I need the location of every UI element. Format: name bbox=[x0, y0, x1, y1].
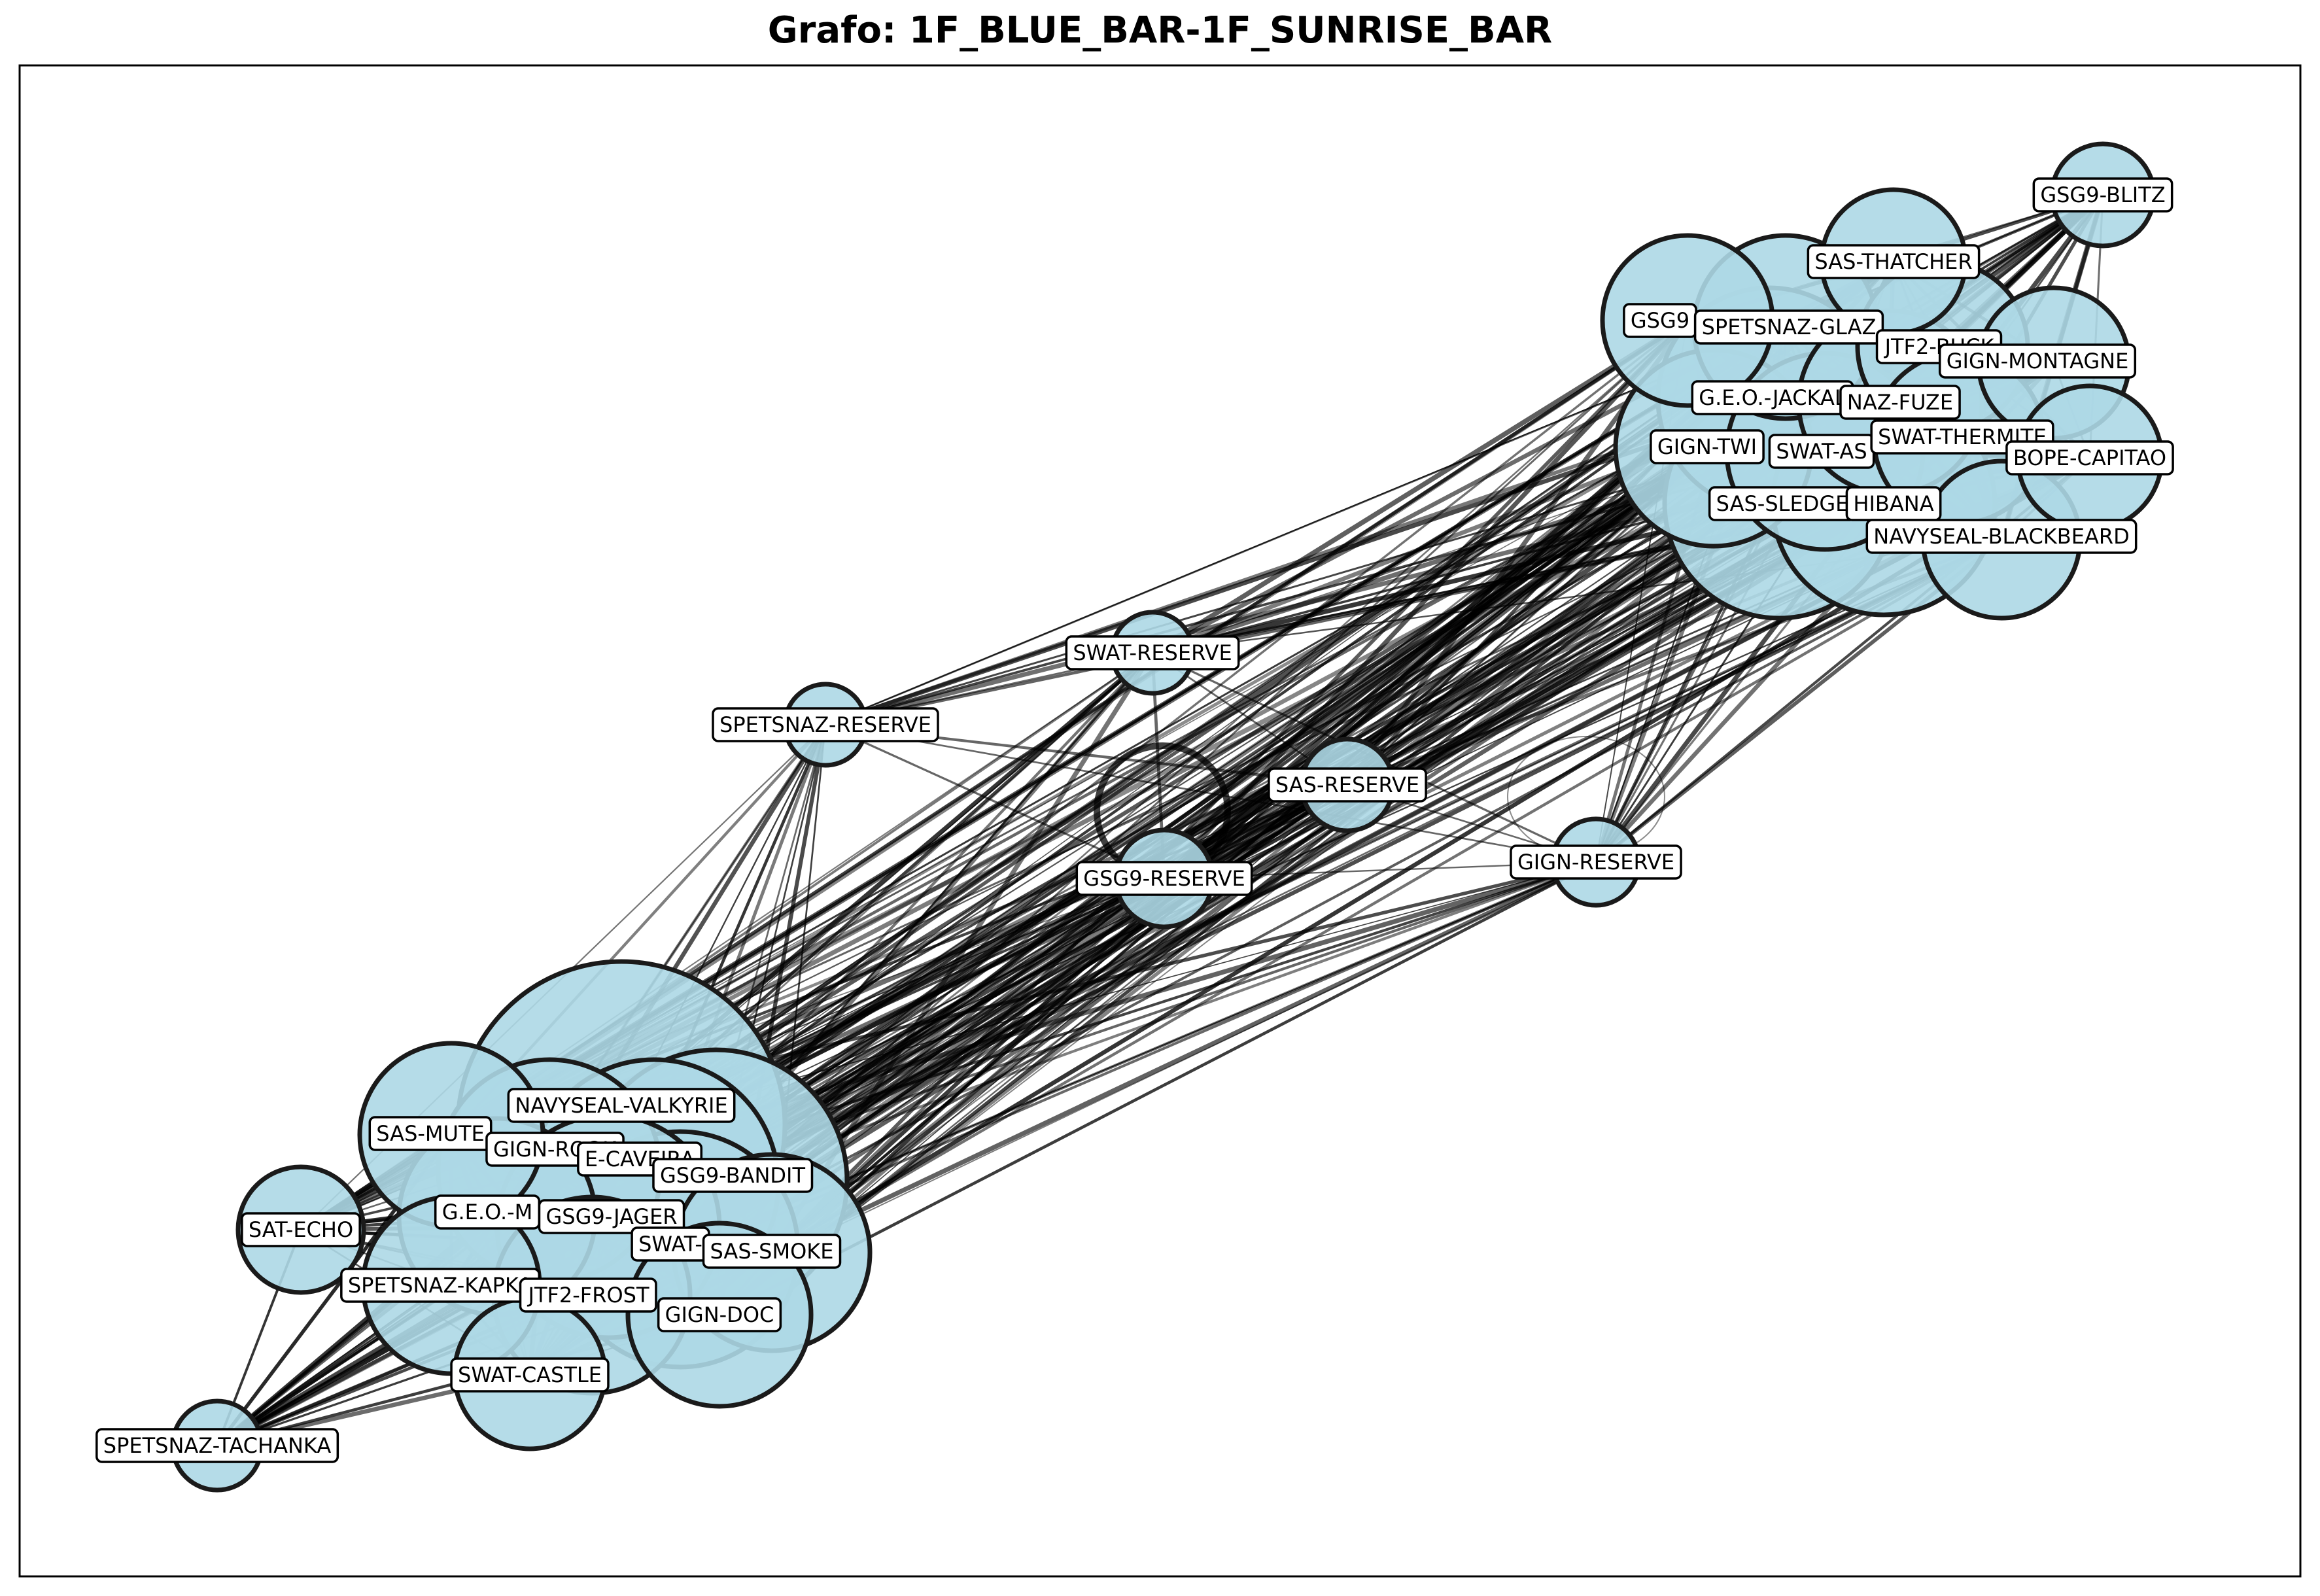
node-label-text: G.E.O.-JACKAL bbox=[1699, 385, 1846, 410]
node-label-G.E.O.-JACKAL: G.E.O.-JACKAL bbox=[1691, 380, 1854, 415]
node-label-text: SWAT-AS bbox=[1776, 439, 1867, 464]
node-label-JTF2-FROST: JTF2-FROST bbox=[519, 1277, 657, 1313]
node-label-box bbox=[1268, 767, 1427, 803]
node-label-SAT-ECHO: SAT-ECHO bbox=[241, 1212, 361, 1247]
node-label-text: SPETSNAZ-GLAZ bbox=[1702, 315, 1877, 339]
node-label-box bbox=[450, 1357, 610, 1393]
node-label-text: SAT-ECHO bbox=[249, 1217, 353, 1242]
node-label-text: G.E.O.-M bbox=[442, 1200, 533, 1224]
node-label-SAS-RESERVE: SAS-RESERVE bbox=[1268, 767, 1427, 803]
node-label-GIGN-RESERVE: GIGN-RESERVE bbox=[1510, 844, 1682, 880]
node-label-box bbox=[652, 1158, 814, 1193]
node-label-SAS-SLEDGE: SAS-SLEDGE bbox=[1708, 486, 1857, 521]
node-label-text: BOPE-CAPITAO bbox=[2013, 445, 2166, 470]
node-label-text: GIGN-MONTAGNE bbox=[1947, 349, 2129, 373]
node-label-box bbox=[1865, 519, 2138, 554]
node-label-GSG9-IQ: GSG9 bbox=[1623, 303, 1697, 338]
node-label-text: SWAT-CASTLE bbox=[458, 1362, 602, 1387]
node-label-box bbox=[1075, 861, 1253, 896]
node-label-text: GIGN-RESERVE bbox=[1517, 850, 1674, 875]
node-label-text: GIGN-DOC bbox=[665, 1302, 774, 1327]
node-label-GIGN-MONTAGNE: GIGN-MONTAGNE bbox=[1938, 343, 2137, 379]
node-label-SWAT-ASH: SWAT-AS bbox=[1768, 434, 1875, 469]
node-label-text: SAS-RESERVE bbox=[1275, 772, 1419, 797]
node-label-SPETSNAZ-GLAZ: SPETSNAZ-GLAZ bbox=[1693, 309, 1884, 345]
node-label-text: GSG9-JAGER bbox=[545, 1204, 677, 1229]
node-label-box bbox=[1693, 309, 1884, 345]
node-label-box bbox=[702, 1234, 842, 1269]
node-label-SWAT-PULSE: SWAT- bbox=[631, 1226, 710, 1262]
node-label-text: SAS-THATCHER bbox=[1814, 249, 1972, 274]
node-label-text: NAZ-FUZE bbox=[1847, 390, 1953, 415]
node-label-BOPE-CAPITAO: BOPE-CAPITAO bbox=[2005, 440, 2174, 476]
node-label-text: NAVYSEAL-BLACKBEARD bbox=[1873, 524, 2129, 549]
edge-GSG9-JAGER-NAVYSEAL-BLACKBEARD bbox=[608, 538, 2002, 1228]
node-label-text: JTF2-FROST bbox=[527, 1283, 649, 1308]
edge-GSG9-RESERVE-GSG9-IQ bbox=[1162, 319, 1689, 880]
node-label-SAS-MUTE: SAS-MUTE bbox=[368, 1116, 493, 1151]
node-label-text: SAS-MUTE bbox=[376, 1121, 484, 1146]
edge-GSG9-RESERVE-GIGN-TWITCH bbox=[1162, 446, 1716, 880]
node-label-GSG9-BLITZ: GSG9-BLITZ bbox=[2032, 177, 2173, 213]
node-label-text: SWAT-RESERVE bbox=[1073, 640, 1232, 665]
node-label-box bbox=[1839, 385, 1961, 420]
edge-SPETSNAZ-RESERVE-G.E.O.-JACKAL bbox=[825, 397, 1770, 727]
node-label-box bbox=[507, 1088, 736, 1123]
edge-GIGN-RESERVE-GSG9-BANDIT bbox=[716, 861, 1597, 1182]
node-label-text: SAS-SLEDGE bbox=[1716, 491, 1849, 516]
node-label-text: GSG9-BANDIT bbox=[660, 1163, 806, 1188]
graph-title: Grafo: 1F_BLUE_BAR-1F_SUNRISE_BAR bbox=[767, 9, 1553, 52]
node-label-box bbox=[2005, 440, 2174, 476]
node-label-SAS-THATCHER: SAS-THATCHER bbox=[1807, 244, 1981, 279]
edge-SPETSNAZ-RESERVE-SPETSNAZ-GLAZ bbox=[825, 326, 1786, 726]
node-label-box bbox=[657, 1297, 782, 1332]
node-label-SWAT-CASTLE: SWAT-CASTLE bbox=[450, 1357, 610, 1393]
node-label-box bbox=[1807, 244, 1981, 279]
node-label-box bbox=[1938, 343, 2137, 379]
node-label-text: SPETSNAZ-TACHANKA bbox=[103, 1433, 332, 1458]
node-label-SAT-HIBANA: HIBANA bbox=[1845, 486, 1942, 521]
node-label-text: GSG9-RESERVE bbox=[1083, 866, 1245, 891]
node-label-box bbox=[95, 1428, 339, 1463]
node-label-SAS-SMOKE: SAS-SMOKE bbox=[702, 1234, 842, 1269]
node-label-GSG9-RESERVE: GSG9-RESERVE bbox=[1075, 861, 1253, 896]
node-label-SPETSNAZ-FUZE: NAZ-FUZE bbox=[1839, 385, 1961, 420]
node-label-SWAT-RESERVE: SWAT-RESERVE bbox=[1065, 635, 1240, 670]
node-label-NAVYSEAL-VALKYRIE: NAVYSEAL-VALKYRIE bbox=[507, 1088, 736, 1123]
node-label-text: GIGN-TWI bbox=[1657, 434, 1757, 459]
node-label-box bbox=[712, 707, 939, 742]
node-label-box bbox=[1065, 635, 1240, 670]
node-label-GIGN-TWITCH: GIGN-TWI bbox=[1650, 429, 1765, 464]
node-label-NAVYSEAL-BLACKBEARD: NAVYSEAL-BLACKBEARD bbox=[1865, 519, 2138, 554]
node-label-text: GSG9 bbox=[1631, 308, 1689, 333]
node-label-G.E.O.-MIRA: G.E.O.-M bbox=[434, 1194, 541, 1230]
node-label-text: HIBANA bbox=[1853, 491, 1933, 516]
node-label-GSG9-BANDIT: GSG9-BANDIT bbox=[652, 1158, 814, 1193]
node-label-SPETSNAZ-RESERVE: SPETSNAZ-RESERVE bbox=[712, 707, 939, 742]
node-label-GIGN-DOC: GIGN-DOC bbox=[657, 1297, 782, 1332]
node-label-text: NAVYSEAL-VALKYRIE bbox=[515, 1093, 727, 1118]
node-label-SPETSNAZ-TACHANKA: SPETSNAZ-TACHANKA bbox=[95, 1428, 339, 1463]
node-label-text: SAS-SMOKE bbox=[710, 1239, 834, 1264]
edge-SAS-SMOKE-NAVYSEAL-BLACKBEARD bbox=[770, 538, 2003, 1254]
node-label-box bbox=[1510, 844, 1682, 880]
node-label-box bbox=[538, 1199, 685, 1234]
node-label-text: GSG9-BLITZ bbox=[2040, 182, 2165, 207]
edge-GSG9-RESERVE-SAS-SLEDGE bbox=[1164, 502, 1780, 880]
edge-SWAT-RESERVE-GSG9-IQ bbox=[1151, 318, 1689, 655]
plot-frame bbox=[18, 64, 2302, 1578]
edge-GIGN-RESERVE-SAS-SMOKE bbox=[770, 859, 1597, 1255]
node-label-text: SPETSNAZ-RESERVE bbox=[719, 712, 931, 737]
edge-SPETSNAZ-RESERVE-GIGN-RESERVE bbox=[825, 723, 1597, 863]
labels-layer: GSG9-BLITZ SAS-THATCHER GSG9 SPETSNAZ-GLAZ J… bbox=[95, 177, 2174, 1463]
node-label-GSG9-JAGER: GSG9-JAGER bbox=[538, 1199, 685, 1234]
node-label-box bbox=[1650, 429, 1765, 464]
node-label-SPETSNAZ-KAPKAN: SPETSNAZ-KAPKA bbox=[340, 1268, 541, 1303]
node-label-box bbox=[241, 1212, 361, 1247]
node-label-box bbox=[519, 1277, 657, 1313]
node-label-text: SWAT- bbox=[638, 1232, 702, 1257]
node-label-text: SPETSNAZ-KAPKA bbox=[348, 1273, 532, 1298]
node-label-box bbox=[2032, 177, 2173, 213]
